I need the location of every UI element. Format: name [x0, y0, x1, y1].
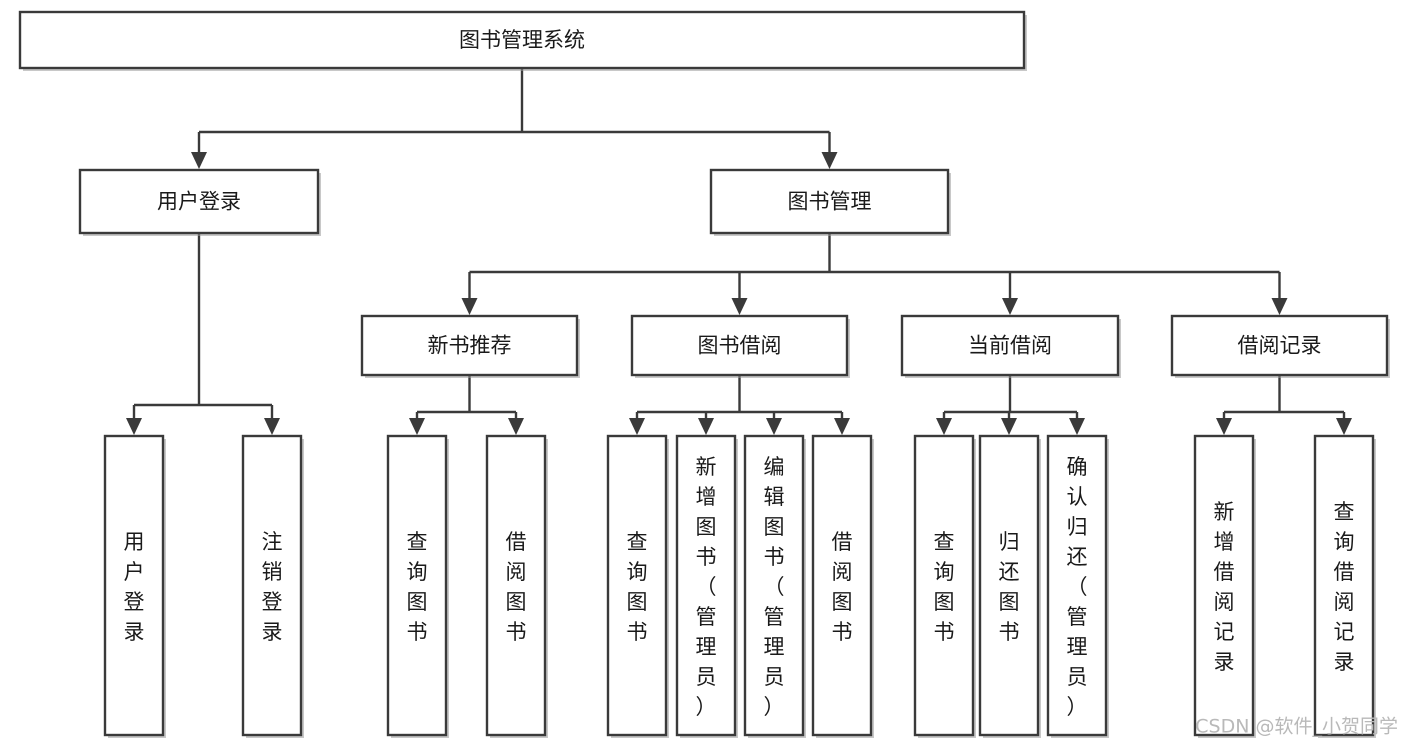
arrow-head	[264, 418, 280, 435]
node-leaf-return-book[interactable]: 归还图书	[978, 434, 1041, 738]
node-leaf-user-login[interactable]: 用户登录	[103, 434, 166, 738]
node-leaf-confirm-return[interactable]: 确认归还（管理员）	[1046, 434, 1109, 738]
arrow-head	[508, 418, 524, 435]
node-leaf-edit-book[interactable]: 编辑图书（管理员）	[743, 434, 806, 738]
node-label: 借阅图书	[832, 530, 853, 644]
arrow-head	[821, 152, 838, 169]
node-label: 新增图书（管理员）	[696, 455, 717, 719]
node-label: 借阅记录	[1238, 334, 1322, 358]
arrow-head	[698, 418, 714, 435]
node-book-management[interactable]: 图书管理	[709, 168, 951, 236]
node-leaf-add-book[interactable]: 新增图书（管理员）	[675, 434, 738, 738]
arrow-head	[1001, 418, 1017, 435]
arrow-head	[629, 418, 645, 435]
node-box[interactable]	[103, 434, 165, 737]
node-leaf-add-borrow-record[interactable]: 新增借阅记录	[1193, 434, 1256, 738]
csdn-watermark: CSDN @软件_小贺同学	[1195, 716, 1398, 738]
node-leaf-borrow-book-recommend[interactable]: 借阅图书	[485, 434, 548, 738]
node-box[interactable]	[743, 434, 805, 737]
node-box[interactable]	[360, 314, 579, 377]
node-borrow-record[interactable]: 借阅记录	[1170, 314, 1390, 378]
node-leaf-borrow-book[interactable]: 借阅图书	[811, 434, 874, 738]
node-label: 确认归还（管理员）	[1067, 455, 1088, 719]
node-user-login[interactable]: 用户登录	[78, 168, 321, 236]
node-label: 用户登录	[124, 530, 145, 644]
node-root[interactable]: 图书管理系统	[18, 10, 1027, 71]
arrow-head	[1216, 418, 1232, 435]
arrow-head	[1002, 298, 1018, 315]
node-label: 用户登录	[157, 190, 241, 214]
node-label: 图书管理系统	[459, 28, 585, 52]
arrow-head	[461, 298, 478, 315]
node-label: 当前借阅	[968, 334, 1052, 358]
node-label: 查询图书	[627, 530, 648, 644]
node-label: 注销登录	[262, 530, 283, 644]
arrow-head	[1336, 418, 1352, 435]
node-label: 查询借阅记录	[1334, 500, 1355, 674]
node-box[interactable]	[241, 434, 303, 737]
node-label: 借阅图书	[506, 530, 527, 644]
node-box[interactable]	[1170, 314, 1389, 377]
arrow-head	[731, 298, 748, 315]
node-box[interactable]	[630, 314, 849, 377]
node-box[interactable]	[1193, 434, 1255, 737]
node-box[interactable]	[978, 434, 1040, 737]
node-box[interactable]	[18, 10, 1026, 70]
node-new-book-recommend[interactable]: 新书推荐	[360, 314, 580, 378]
connector-layer	[126, 68, 1352, 435]
node-label: 归还图书	[999, 530, 1020, 644]
node-box[interactable]	[900, 314, 1120, 377]
arrow-head	[409, 418, 425, 435]
node-label: 新书推荐	[428, 334, 512, 358]
node-leaf-query-book-recommend[interactable]: 查询图书	[386, 434, 449, 738]
node-box[interactable]	[485, 434, 547, 737]
node-leaf-query-borrow-record[interactable]: 查询借阅记录	[1313, 434, 1376, 738]
node-current-borrow[interactable]: 当前借阅	[900, 314, 1121, 378]
node-book-borrow[interactable]: 图书借阅	[630, 314, 850, 378]
arrow-head	[766, 418, 782, 435]
node-label: 图书管理	[788, 190, 872, 214]
node-box[interactable]	[78, 168, 320, 235]
node-leaf-query-book-borrow[interactable]: 查询图书	[606, 434, 669, 738]
arrow-head	[834, 418, 850, 435]
node-box[interactable]	[811, 434, 873, 737]
arrow-head	[126, 418, 142, 435]
node-box[interactable]	[913, 434, 975, 737]
node-label: 新增借阅记录	[1214, 500, 1235, 674]
node-box[interactable]	[1313, 434, 1375, 737]
node-leaf-logout[interactable]: 注销登录	[241, 434, 304, 738]
arrow-head	[1069, 418, 1085, 435]
node-box[interactable]	[606, 434, 668, 737]
node-label: 图书借阅	[698, 334, 782, 358]
node-label: 查询图书	[407, 530, 428, 644]
node-box[interactable]	[1046, 434, 1108, 737]
node-leaf-query-book-current[interactable]: 查询图书	[913, 434, 976, 738]
node-box[interactable]	[709, 168, 950, 235]
arrow-head	[936, 418, 952, 435]
node-layer: 图书管理系统用户登录图书管理新书推荐图书借阅当前借阅借阅记录用户登录注销登录查询…	[18, 10, 1390, 738]
node-box[interactable]	[675, 434, 737, 737]
arrow-head	[191, 152, 207, 169]
node-label: 编辑图书（管理员）	[764, 455, 785, 719]
arrow-head	[1271, 298, 1288, 315]
node-label: 查询图书	[934, 530, 955, 644]
node-box[interactable]	[386, 434, 448, 737]
